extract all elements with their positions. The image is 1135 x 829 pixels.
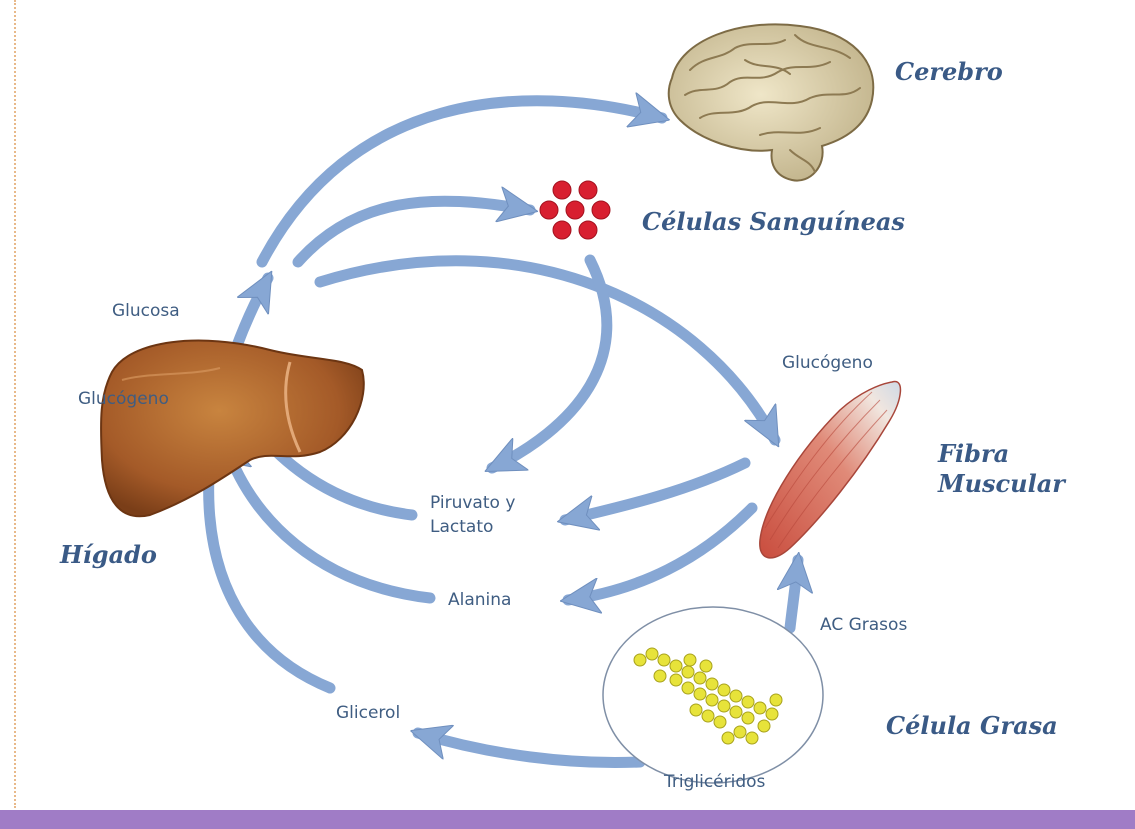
bottom-color-band — [0, 810, 1135, 829]
arrow-celulas-to-piruvato — [492, 260, 607, 468]
title-fibra: Fibra — [937, 439, 1009, 468]
title-celulas-sanguineas: Células Sanguíneas — [642, 207, 905, 236]
arrow-alanina-to-higado — [225, 442, 430, 598]
arrow-glucosa-to-musculo — [320, 261, 775, 440]
label-glicerol: Glicerol — [336, 703, 400, 723]
blood-cells-icon — [540, 181, 610, 239]
label-glucogeno-higado: Glucógeno — [78, 389, 169, 409]
metabolism-diagram: Glucosa Glucógeno Glucógeno Piruvato y L… — [0, 0, 1135, 810]
title-cerebro: Cerebro — [895, 57, 1003, 86]
brain-icon — [669, 24, 874, 180]
label-piruvato: Piruvato y — [430, 493, 515, 513]
arrow-grasa-to-glicerol — [418, 733, 640, 763]
title-higado: Hígado — [59, 540, 157, 569]
arrow-musculo-to-piruvato — [565, 463, 745, 520]
muscle-fiber-icon — [760, 382, 901, 558]
arrow-glucosa-to-celulas — [298, 201, 530, 262]
title-muscular: Muscular — [937, 469, 1067, 498]
arrow-grasa-to-musculo — [790, 560, 798, 628]
label-ac-grasos: AC Grasos — [820, 615, 907, 635]
arrow-musculo-to-alanina — [568, 508, 752, 600]
fat-cell-icon — [603, 607, 823, 783]
label-glucogeno-musculo: Glucógeno — [782, 353, 873, 373]
label-alanina: Alanina — [448, 590, 511, 610]
label-lactato: Lactato — [430, 517, 493, 537]
label-trigliceridos: Triglicéridos — [663, 772, 766, 792]
title-celula-grasa: Célula Grasa — [886, 711, 1058, 740]
label-glucosa: Glucosa — [112, 301, 180, 321]
